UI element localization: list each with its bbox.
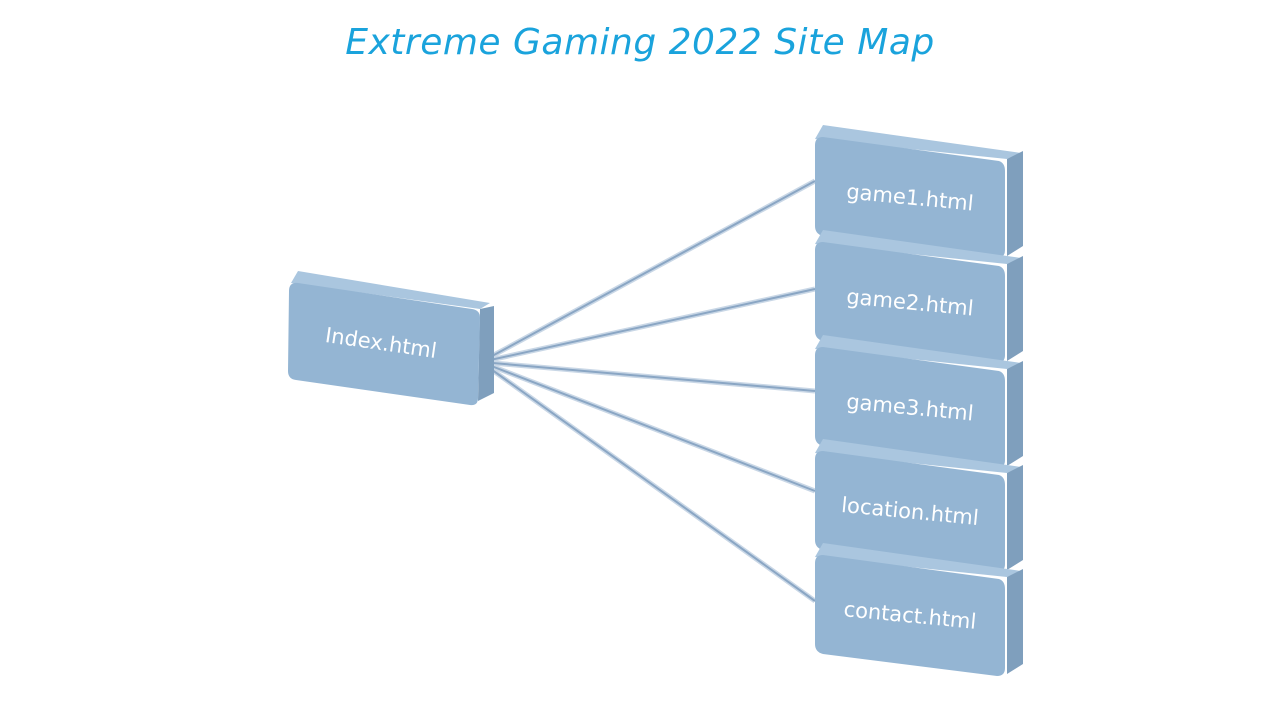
node-contact-side-face (1007, 569, 1023, 674)
node-game3[interactable]: game3.html (815, 335, 1023, 468)
connector-location (480, 361, 816, 492)
node-game1-top-face (815, 125, 1021, 159)
node-index-side-face (478, 306, 494, 401)
node-game2[interactable]: game2.html (815, 230, 1023, 363)
page-nodes: game1.htmlgame2.htmlgame3.htmllocation.h… (815, 125, 1023, 676)
node-game2-front-face (815, 242, 1005, 363)
node-game1-side-face (1007, 151, 1023, 256)
node-game3-front-face (815, 347, 1005, 468)
node-contact-front-face (815, 555, 1005, 676)
node-game2-top-face (815, 230, 1021, 264)
node-index-front-face (288, 282, 480, 406)
node-game1[interactable]: game1.html (815, 125, 1023, 258)
node-location-side-face (1007, 465, 1023, 570)
node-contact[interactable]: contact.html (815, 543, 1023, 676)
node-location[interactable]: location.html (815, 439, 1023, 572)
connector-game3 (480, 361, 816, 392)
connector-contact (480, 361, 816, 602)
node-index[interactable]: Index.html (288, 271, 494, 406)
connector-game1 (480, 180, 816, 363)
node-location-top-face (815, 439, 1021, 473)
page-title: Extreme Gaming 2022 Site Map (345, 22, 935, 63)
node-game3-top-face (815, 335, 1021, 369)
node-location-front-face (815, 451, 1005, 572)
node-game1-front-face (815, 137, 1005, 258)
connector-game2 (480, 288, 816, 363)
node-game2-side-face (1007, 256, 1023, 361)
node-contact-top-face (815, 543, 1021, 577)
node-game3-side-face (1007, 361, 1023, 466)
connectors (479, 178, 817, 604)
node-index-top-face (291, 271, 490, 309)
